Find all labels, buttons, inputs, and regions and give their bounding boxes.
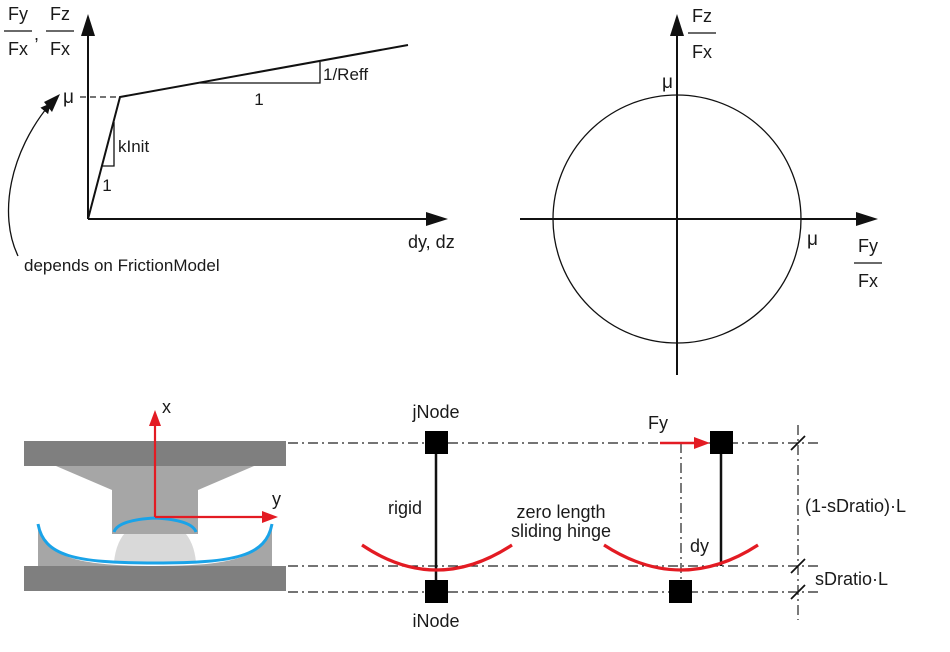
plot1-initial-slope-triangle bbox=[102, 122, 115, 167]
fy-label: Fy bbox=[648, 413, 668, 433]
plot1-x-axis-arrowhead bbox=[426, 212, 448, 226]
bearing-x-arrowhead bbox=[149, 410, 161, 426]
plot2-xlabel-num: Fy bbox=[858, 236, 878, 256]
bearing-x-label: x bbox=[162, 397, 171, 417]
inode-label: iNode bbox=[412, 611, 459, 631]
concave-base bbox=[38, 524, 272, 566]
sliding-surface-deformed bbox=[603, 543, 759, 572]
plot1-ylabel-fz-num: Fz bbox=[50, 4, 70, 24]
plot1-note-arrowhead bbox=[44, 94, 60, 112]
plot2-xlabel-fy-over-fx: Fy Fx bbox=[854, 236, 882, 291]
sliding-surface-undeformed bbox=[361, 543, 513, 572]
plot1-xlabel: dy, dz bbox=[408, 232, 455, 252]
plot2-ylabel-fz-over-fx: Fz Fx bbox=[688, 6, 716, 62]
dim-tick-bottom bbox=[790, 584, 806, 600]
jnode-deformed-marker bbox=[710, 431, 733, 454]
plot1-ylabel-fz-over-fx: Fz Fx bbox=[46, 4, 74, 59]
rigid-label: rigid bbox=[388, 498, 422, 518]
plot1-ylabel-fy-over-fx: Fy Fx bbox=[4, 4, 32, 59]
hinge-label-line2: sliding hinge bbox=[511, 521, 611, 541]
plot2-horizontal-arrowhead bbox=[856, 212, 878, 226]
plot1-one-initial: 1 bbox=[102, 176, 111, 195]
dy-label: dy bbox=[690, 536, 709, 556]
dim-upper-label: (1-sDratio)·L bbox=[805, 496, 906, 516]
force-displacement-plot: Fy Fx , Fz Fx μ 1 kInit 1 1/Reff dy, dz … bbox=[4, 4, 455, 275]
inode-marker bbox=[425, 580, 448, 603]
element-model: jNode iNode rigid zero length sliding hi… bbox=[288, 402, 906, 631]
plot2-ylabel-num: Fz bbox=[692, 6, 712, 26]
plot1-friction-note-arrow bbox=[7, 103, 51, 257]
plot1-y-axis-arrowhead bbox=[81, 14, 95, 36]
plot1-ylabel-fy-den: Fx bbox=[8, 39, 28, 59]
plot1-kinit-label: kInit bbox=[118, 137, 149, 156]
bearing-y-arrowhead bbox=[262, 511, 278, 523]
plot1-ylabel-fy-num: Fy bbox=[8, 4, 28, 24]
bearing-illustration: x y bbox=[24, 397, 286, 591]
plot1-one-post: 1 bbox=[254, 90, 263, 109]
jnode-label: jNode bbox=[411, 402, 459, 422]
plot2-ylabel-den: Fx bbox=[692, 42, 712, 62]
plot2-mu-right: μ bbox=[807, 229, 818, 250]
plot1-friction-note: depends on FrictionModel bbox=[24, 256, 220, 275]
dim-lower-label: sDratio·L bbox=[815, 569, 888, 589]
dim-tick-top bbox=[790, 435, 806, 451]
friction-interaction-plot: Fz Fx μ μ Fy Fx bbox=[520, 6, 882, 375]
plot1-slope-post-label: 1/Reff bbox=[323, 65, 368, 84]
plot1-post-slope-triangle bbox=[200, 62, 321, 84]
plot1-force-curve bbox=[87, 44, 409, 220]
plot2-mu-top: μ bbox=[662, 72, 673, 93]
dim-tick-middle bbox=[790, 558, 806, 574]
bearing-y-label: y bbox=[272, 489, 281, 509]
plot2-xlabel-den: Fx bbox=[858, 271, 878, 291]
bottom-plate bbox=[24, 566, 286, 591]
plot1-ylabel-separator: , bbox=[34, 24, 39, 44]
hinge-label-line1: zero length bbox=[516, 502, 605, 522]
inode-deformed-marker bbox=[669, 580, 692, 603]
fy-force-arrowhead bbox=[694, 437, 710, 449]
plot1-mu-label: μ bbox=[63, 87, 74, 108]
plot1-ylabel-fz-den: Fx bbox=[50, 39, 70, 59]
concave-sliding-surface bbox=[36, 523, 274, 565]
plot2-vertical-arrowhead bbox=[670, 14, 684, 36]
jnode-marker bbox=[425, 431, 448, 454]
plot2-friction-circle bbox=[552, 94, 802, 344]
